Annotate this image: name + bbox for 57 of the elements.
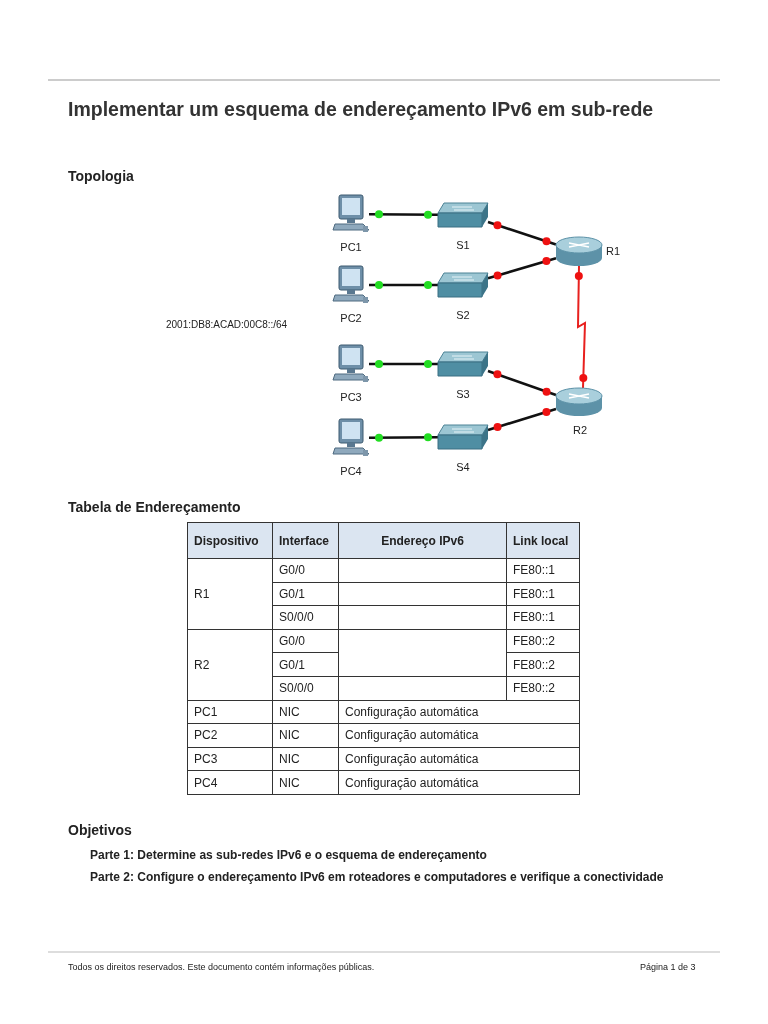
section-heading: Objetivos xyxy=(68,822,132,838)
title: Implementar um esquema de endereçamento IPv6 em sub-rede xyxy=(68,97,655,122)
column-header: Endereço IPv6 xyxy=(338,522,507,559)
table-cell: PC3 xyxy=(187,747,273,771)
table-cell: FE80::2 xyxy=(506,676,580,701)
device-name: S2 xyxy=(455,309,471,321)
table-cell: Configuração automática xyxy=(338,700,580,724)
table-cell: NIC xyxy=(272,747,339,771)
column-header: Dispositivo xyxy=(187,522,273,559)
table-cell: Configuração automática xyxy=(338,770,580,795)
device-name: S3 xyxy=(455,388,471,400)
device-name: PC4 xyxy=(339,465,363,477)
table-cell: Configuração automática xyxy=(338,747,580,771)
table-cell: FE80::1 xyxy=(506,582,580,606)
footer-text: Todos os direitos reservados. Este documento contém informações públicas. xyxy=(68,962,375,972)
objective-text: Parte 2: Configure o endereçamento IPv6 em roteadores e computadores e verifique a conectividade xyxy=(90,870,664,884)
column-header: Link local xyxy=(506,522,580,559)
table-cell: Configuração automática xyxy=(338,723,580,748)
network-cable xyxy=(487,220,557,246)
objective-text: Parte 1: Determine as sub-redes IPv6 e o esquema de endereçamento xyxy=(90,848,487,862)
device-name: S4 xyxy=(455,461,471,473)
network-cable xyxy=(487,369,557,397)
device-name: R2 xyxy=(571,424,589,436)
network-cable xyxy=(369,281,438,289)
table-cell: NIC xyxy=(272,700,339,724)
device-name: S1 xyxy=(455,239,471,251)
table-cell: PC1 xyxy=(187,700,273,724)
network-cable xyxy=(369,210,438,219)
device-name: PC2 xyxy=(339,312,363,324)
table-cell: S0/0/0 xyxy=(272,605,339,630)
device-name: PC1 xyxy=(339,241,363,253)
subnet-prefix: 2001:DB8:ACAD:00C8::/64 xyxy=(166,319,288,330)
section-heading: Tabela de Endereçamento xyxy=(68,499,241,515)
device-name: PC3 xyxy=(339,391,363,403)
table-cell: FE80::1 xyxy=(506,605,580,630)
table-cell: FE80::1 xyxy=(506,558,580,583)
table-cell: G0/0 xyxy=(272,558,339,583)
table-cell: NIC xyxy=(272,770,339,795)
section-heading: Topologia xyxy=(68,168,134,184)
table-cell: PC4 xyxy=(187,770,273,795)
column-header: Interface xyxy=(272,522,339,559)
network-cable xyxy=(487,407,557,432)
table-cell: R1 xyxy=(187,558,273,630)
network-cable xyxy=(369,360,438,368)
table-cell: FE80::2 xyxy=(506,629,580,653)
table-cell: S0/0/0 xyxy=(272,676,339,701)
page-number: Página 1 de 3 xyxy=(640,962,696,972)
network-cable xyxy=(487,256,557,280)
network-cable xyxy=(369,433,438,442)
serial-link xyxy=(574,265,588,389)
table-cell: FE80::2 xyxy=(506,652,580,677)
table-cell: PC2 xyxy=(187,723,273,748)
table-cell: G0/0 xyxy=(272,629,339,653)
table-cell: R2 xyxy=(187,629,273,701)
device-name: R1 xyxy=(604,245,622,257)
table-cell: G0/1 xyxy=(272,582,339,606)
table-cell: NIC xyxy=(272,723,339,748)
